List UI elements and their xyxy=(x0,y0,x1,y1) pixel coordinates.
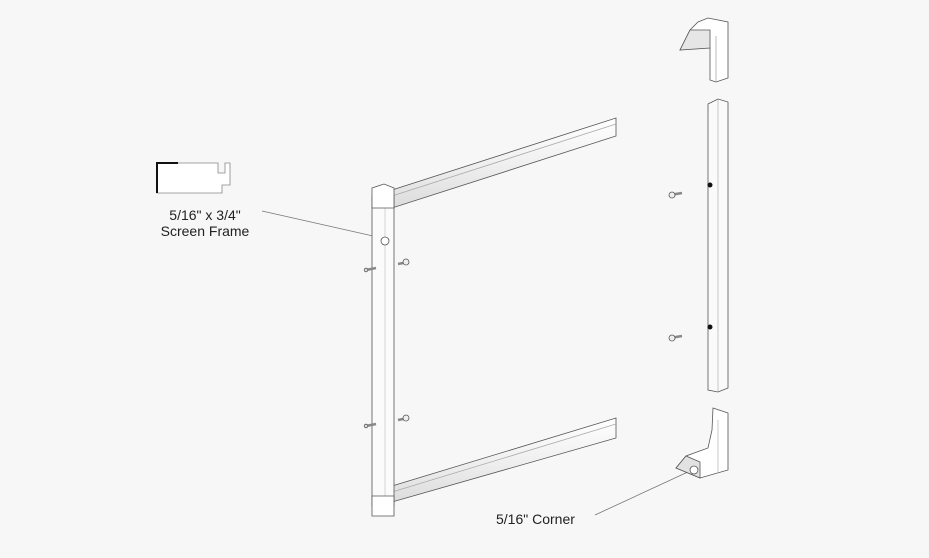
screw-icon xyxy=(363,422,377,429)
left-stile xyxy=(371,183,395,517)
frame-profile-icon xyxy=(156,162,231,194)
corner-piece xyxy=(675,407,729,479)
top-left-corner xyxy=(371,183,395,209)
screw-icon xyxy=(668,334,683,342)
screw-icon xyxy=(668,191,683,199)
corner-label: 5/16" Corner xyxy=(496,511,575,527)
screw-icon xyxy=(397,258,410,266)
corner-leader-line xyxy=(594,470,691,516)
frame-leader-line xyxy=(261,210,383,239)
frame-hole xyxy=(380,236,390,246)
screw-icon xyxy=(397,414,410,422)
screen-frame-label-line2: Screen Frame xyxy=(160,223,250,239)
bottom-rail xyxy=(391,417,617,503)
screen-frame-label: 5/16" x 3/4" Screen Frame xyxy=(140,207,270,239)
bottom-left-corner xyxy=(371,495,395,517)
screw-icon xyxy=(363,266,377,273)
top-rail xyxy=(391,117,617,209)
right-stile xyxy=(707,98,729,393)
screen-frame-label-line1: 5/16" x 3/4" xyxy=(169,207,241,223)
top-corner-piece xyxy=(679,17,729,83)
